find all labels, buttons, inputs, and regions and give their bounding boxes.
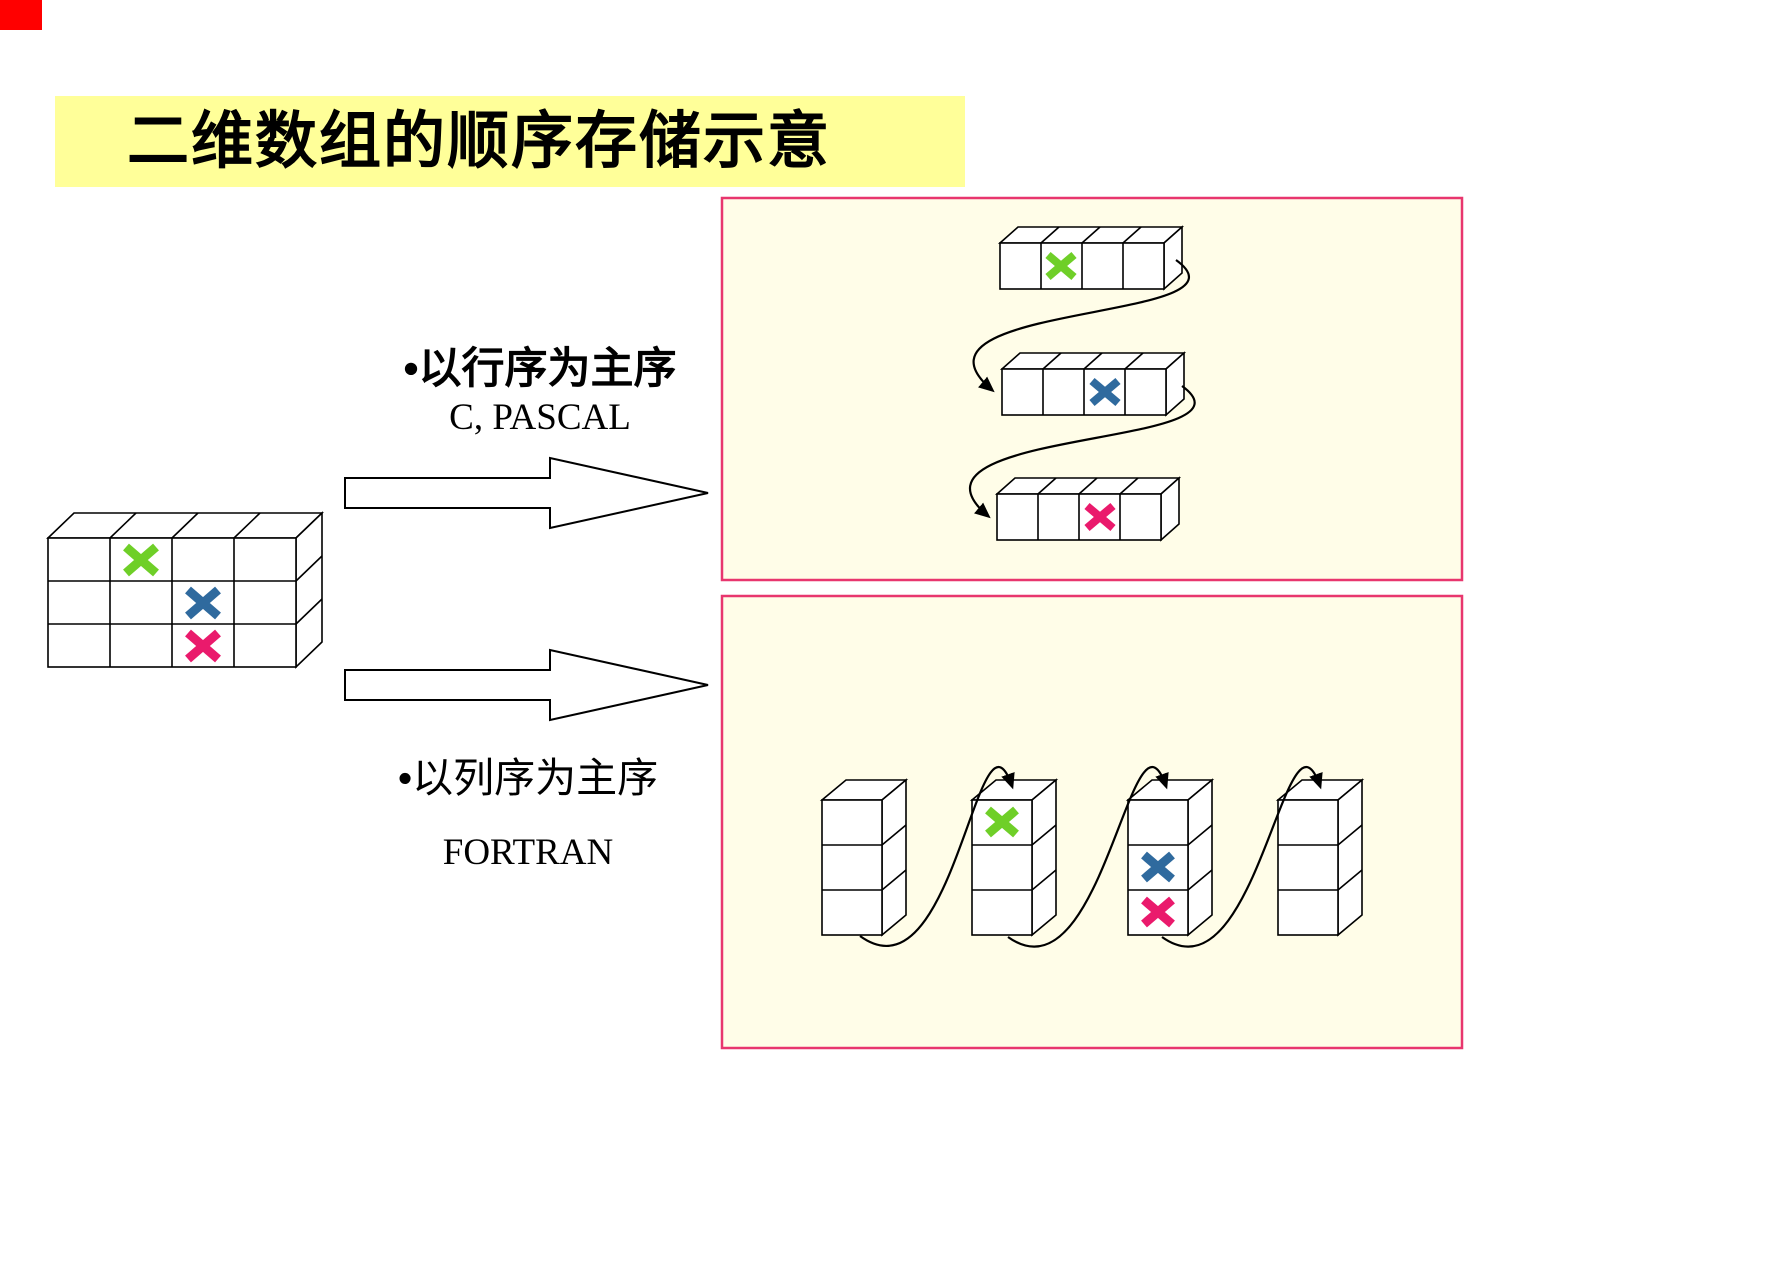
memory-row-1: [997, 225, 1185, 291]
flow-arrow-row2-row3: [968, 385, 1196, 519]
memory-column-3: [1125, 778, 1215, 937]
pink-x-mark: [1141, 896, 1175, 928]
col-major-arrow: [344, 648, 709, 722]
col-major-label: •以列序为主序: [397, 755, 659, 801]
memory-column-1: [819, 778, 909, 937]
green-x-mark: [123, 543, 159, 577]
blue-x-mark: [1141, 851, 1175, 883]
row-major-languages: C, PASCAL: [449, 397, 631, 438]
memory-row-3: [994, 476, 1182, 542]
blue-x-mark: [1089, 377, 1121, 407]
flow-arrow-row1-row2: [972, 259, 1190, 393]
corner-decoration: [0, 0, 42, 30]
green-x-mark: [1045, 251, 1077, 281]
flow-arrow-col1-col2: [859, 766, 1015, 947]
pink-x-mark: [1084, 502, 1116, 532]
source-array: [46, 511, 324, 669]
col-major-languages: FORTRAN: [442, 832, 614, 873]
row-major-label: •以行序为主序: [403, 345, 677, 393]
blue-x-mark: [185, 586, 221, 620]
row-major-panel: [720, 196, 1464, 582]
green-x-mark: [985, 806, 1019, 838]
flow-arrow-col3-col4: [1161, 766, 1323, 948]
page-title: 二维数组的顺序存储示意: [55, 96, 965, 187]
flow-arrow-col2-col3: [1007, 766, 1169, 948]
memory-column-2: [969, 778, 1059, 937]
row-major-arrow: [344, 456, 709, 530]
memory-column-4: [1275, 778, 1365, 937]
pink-x-mark: [185, 629, 221, 663]
col-major-panel: [720, 594, 1464, 1050]
memory-row-2: [999, 351, 1187, 417]
